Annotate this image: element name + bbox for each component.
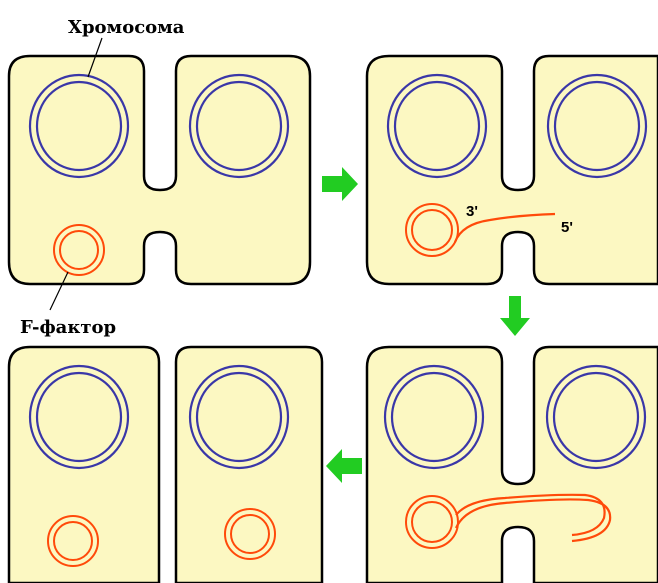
arrow-down-icon — [500, 296, 530, 336]
chromosome-donor — [383, 364, 485, 470]
f-factor-pointer-line — [49, 271, 69, 311]
stage-4-cell-left — [7, 345, 161, 583]
five-prime-label: 5' — [561, 219, 573, 236]
f-factor-plasmid-recipient — [224, 508, 276, 560]
chromosome-label: Хромосома — [68, 17, 185, 38]
chromosome-donor — [28, 73, 130, 179]
stage-1-panel — [7, 37, 312, 311]
f-factor-plasmid-donor — [47, 515, 99, 567]
f-factor-plasmid — [53, 224, 105, 276]
arrow-right-icon — [322, 167, 358, 201]
three-prime-label: 3' — [466, 203, 478, 220]
chromosome-donor — [28, 364, 130, 470]
chromosome-pointer-line — [87, 37, 103, 78]
stage-4-cell-right — [174, 345, 324, 583]
stage-2-panel — [365, 54, 658, 286]
f-factor-plasmid — [405, 495, 459, 549]
transferred-strand-inner — [455, 493, 606, 537]
chromosome-donor — [386, 73, 488, 179]
f-factor-label: F-фактор — [20, 317, 116, 338]
f-factor-plasmid — [405, 203, 459, 257]
arrow-left-icon — [326, 449, 362, 483]
stage-4-panel — [7, 345, 324, 583]
stage-3-cell-pair — [365, 345, 658, 583]
chromosome-recipient — [188, 73, 290, 179]
transferred-single-strand — [453, 212, 556, 243]
stage-2-cell-pair — [365, 54, 658, 286]
stage-3-panel — [365, 345, 658, 583]
stage-1-cell-pair — [7, 54, 312, 286]
chromosome-recipient — [188, 364, 290, 470]
transferred-strand-outer — [454, 498, 612, 543]
chromosome-recipient — [545, 364, 647, 470]
chromosome-recipient — [546, 73, 648, 179]
